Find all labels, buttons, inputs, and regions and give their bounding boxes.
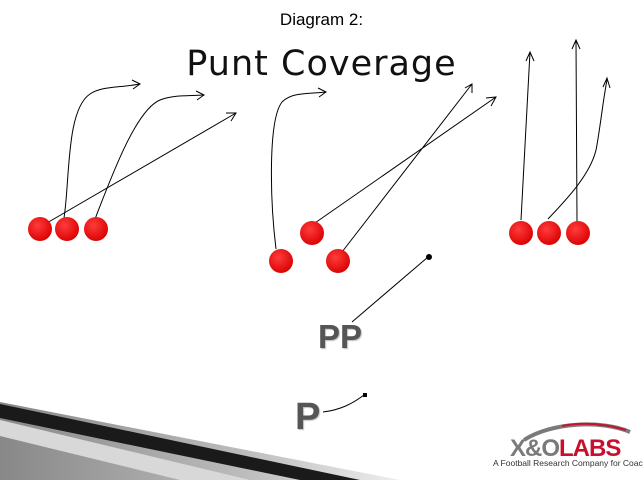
logo-xo-text: X&O: [510, 435, 560, 462]
personal-protector-endpoint: [426, 254, 432, 260]
routes: [39, 39, 608, 413]
route-right-inside: [575, 39, 578, 223]
diagram-caption: Diagram 2:: [279, 10, 364, 29]
players: [28, 217, 590, 273]
player-dot: [537, 221, 561, 245]
arrowhead: [464, 83, 473, 93]
arrowhead: [602, 76, 611, 89]
player-dot: [84, 217, 108, 241]
arrowhead: [195, 90, 205, 101]
xo-labs-logo: X&OLABS A Football Research Company for …: [492, 418, 643, 478]
punter-endpoint: [363, 393, 367, 397]
logo-labs-text: LABS: [559, 435, 621, 462]
player-dot: [509, 221, 533, 245]
arrowhead: [525, 50, 535, 62]
logo-wordmark: X&OLABS: [510, 435, 621, 463]
logo-tagline: A Football Research Company for Coaches: [493, 458, 643, 468]
player-dot: [28, 217, 52, 241]
route-center-lower: [341, 83, 473, 253]
arrowhead: [131, 79, 141, 90]
arrowheads: [131, 38, 611, 122]
player-dot: [55, 217, 79, 241]
route-left-inside: [39, 112, 237, 228]
logo-swoosh-icon: [522, 422, 631, 442]
arrowhead: [226, 112, 237, 122]
personal-protector-label: PP: [318, 318, 363, 355]
route-left-outside: [63, 83, 141, 219]
punter-label: P: [295, 396, 321, 438]
route-left-middle: [94, 94, 205, 220]
player-dot: [326, 249, 350, 273]
route-right-outside: [520, 51, 531, 221]
route-center-upper: [311, 96, 497, 226]
route-right-middle: [547, 79, 608, 220]
arrowhead: [571, 38, 581, 50]
player-dot: [566, 221, 590, 245]
arrowhead: [317, 87, 327, 98]
route-center-outside: [270, 91, 327, 250]
route-personal-protector: [351, 256, 429, 323]
diagram-title: Punt Coverage: [186, 44, 457, 84]
player-dot: [269, 249, 293, 273]
arrowhead: [485, 96, 497, 107]
route-punter: [322, 394, 365, 413]
slide-decor-wedge: [0, 402, 400, 480]
player-dot: [300, 221, 324, 245]
